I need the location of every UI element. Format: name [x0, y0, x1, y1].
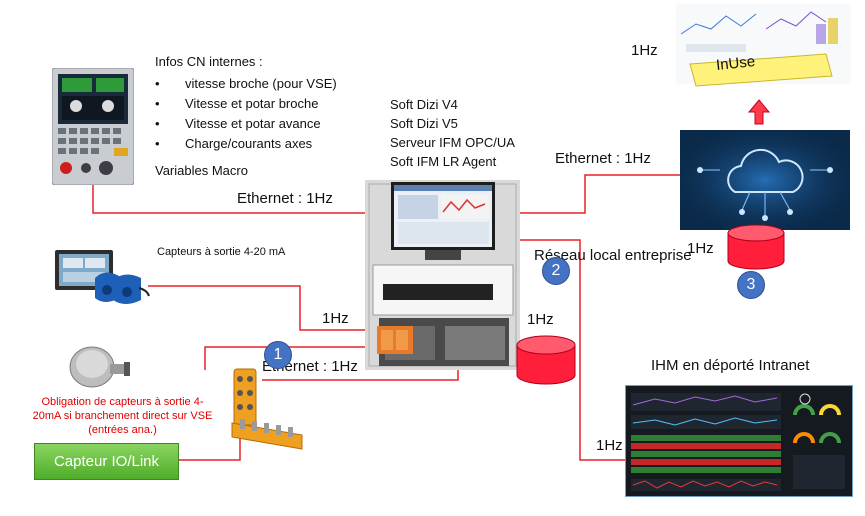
- local-db-rate-label: 1Hz: [527, 311, 554, 328]
- software-item: Soft Dizi V5: [390, 116, 458, 131]
- link-pc-ihm: [518, 239, 625, 461]
- sensors-4-20ma-image: [55, 250, 150, 304]
- cloud-platform-image: [680, 130, 850, 230]
- capteurs-4-20-label: Capteurs à sortie 4-20 mA: [157, 246, 286, 258]
- cn-info-item: Vitesse et potar avance: [155, 114, 337, 134]
- badge-1: 1: [264, 341, 292, 369]
- badge-2: 2: [542, 257, 570, 285]
- ihm-dashboard-image: [625, 385, 853, 497]
- arrow-up-icon: [747, 99, 771, 125]
- cn-info-item: Charge/courants axes: [155, 134, 337, 154]
- software-item: Serveur IFM OPC/UA: [390, 135, 515, 150]
- cn-info-footer: Variables Macro: [155, 163, 248, 178]
- cn-info-item: vitesse broche (pour VSE): [155, 74, 337, 94]
- reseau-label: Réseau local entreprise: [534, 247, 692, 264]
- inuse-rate-label: 1Hz: [631, 42, 658, 59]
- capteur-io-link-label: Capteur IO/Link: [53, 453, 160, 470]
- link-pc-cloud: [518, 174, 680, 214]
- link-cn-pc: [92, 185, 380, 214]
- ethernet-cloud-label: Ethernet : 1Hz: [555, 150, 651, 167]
- accelerometer-image: [69, 346, 130, 388]
- software-item: Soft IFM LR Agent: [390, 154, 497, 169]
- badge-3: 3: [737, 271, 765, 299]
- cnc-control-panel-image: [52, 68, 134, 185]
- ethernet-cn-label: Ethernet : 1Hz: [237, 190, 333, 207]
- local-database-icon: [516, 335, 576, 385]
- obligation-note: Obligation de capteurs à sortie 4-20mA s…: [32, 396, 213, 436]
- cloud-database-icon: [727, 224, 785, 270]
- inuse-dashboard-image: [676, 4, 851, 87]
- software-item: Soft Dizi V4: [390, 97, 458, 112]
- capteur-io-link-box: Capteur IO/Link: [34, 443, 179, 480]
- sensor-rate-label: 1Hz: [322, 310, 349, 327]
- io-link-master-image: [231, 368, 303, 450]
- ihm-rate-label: 1Hz: [596, 437, 623, 454]
- cn-info-list: vitesse broche (pour VSE) Vitesse et pot…: [155, 74, 337, 154]
- link-sensors-vse: [148, 285, 388, 331]
- pc-workstation-image: [365, 180, 520, 370]
- cn-info-title: Infos CN internes :: [155, 54, 263, 69]
- cloud-db-rate-label: 1Hz: [687, 240, 714, 257]
- cn-info-item: Vitesse et potar broche: [155, 94, 337, 114]
- link-accel-vse: [204, 346, 388, 370]
- link-io-pc: [262, 365, 459, 381]
- ihm-label: IHM en déporté Intranet: [651, 357, 810, 374]
